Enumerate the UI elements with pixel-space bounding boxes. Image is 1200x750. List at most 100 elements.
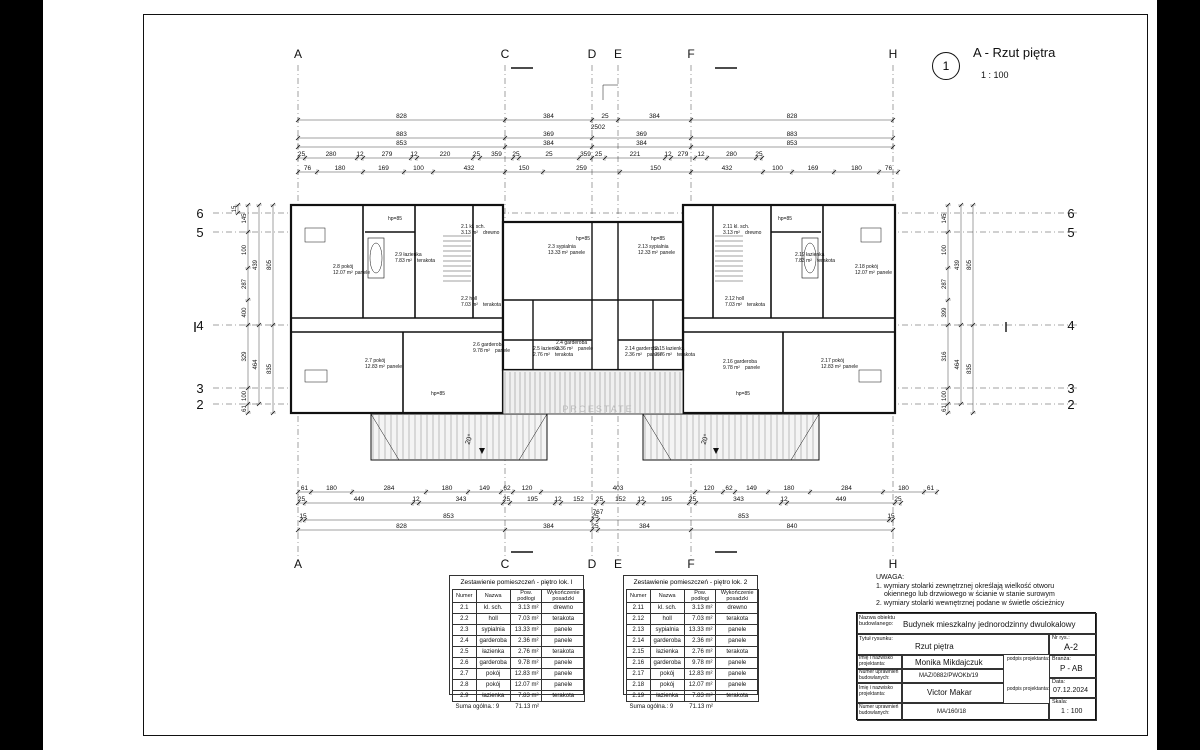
- dimension-text: 61: [927, 485, 935, 492]
- dimension-text: 15: [887, 513, 895, 520]
- room-tag-area: 2.36 m²: [556, 346, 573, 352]
- schedule-cell: 2.36 m²: [683, 635, 717, 647]
- schedule-cell: łazienka: [475, 646, 511, 658]
- room-tag-area: 2.36 m²: [625, 352, 642, 358]
- dimension-text: 853: [738, 513, 749, 520]
- schedule-cell: 2.3: [452, 624, 477, 636]
- branch-label: Branża:: [1052, 656, 1071, 662]
- dimension-text: 279: [678, 151, 689, 158]
- dimension-text: 259: [576, 165, 587, 172]
- dimension-text: 439: [253, 259, 259, 270]
- schedule-cell: drewno: [715, 602, 759, 614]
- dimension-text: 62: [503, 485, 511, 492]
- axis-number-right: 6: [1067, 206, 1074, 221]
- room-schedule-1: Zestawienie pomieszczeń - piętro lok. I …: [449, 575, 585, 710]
- axis-label-bottom: D: [588, 557, 597, 571]
- schedule-header: Wykończenie posadzki: [541, 589, 585, 603]
- note-line: okiennego lub drzwiowego w ścianie w sta…: [884, 591, 1055, 598]
- schedule-cell: 2.11: [626, 602, 651, 614]
- room-tag-name: 2.1 kl. sch.: [461, 224, 485, 230]
- dimension-text: 12: [780, 496, 788, 503]
- room-tag-name: 2.19 łazienka: [795, 252, 825, 258]
- axis-number-right: 5: [1067, 225, 1074, 240]
- dimension-text: 316: [942, 351, 948, 362]
- designer-value: Monika Mikdajczuk: [915, 658, 983, 667]
- dimension-text: 432: [722, 165, 733, 172]
- no-value: A-2: [1064, 642, 1079, 652]
- schedule-cell: 7.83 m²: [509, 690, 543, 702]
- dimension-text: 149: [479, 485, 490, 492]
- dimension-text: 120: [522, 485, 533, 492]
- schedule-cell: kl. sch.: [649, 602, 685, 614]
- schedule-cell: 2.19: [626, 690, 651, 702]
- room-tag-finish: panele: [495, 348, 510, 354]
- obj-label: Nazwa obiektu budowlanego:: [859, 615, 896, 627]
- schedule-cell: 3.13 m²: [509, 602, 543, 614]
- schedule-cell: 2.18: [626, 679, 651, 691]
- unit-1-outline: [289, 203, 505, 415]
- dimension-text: 100: [772, 165, 783, 172]
- room-tag-finish: panele: [843, 364, 858, 370]
- schedule-cell: łazienka: [649, 646, 685, 658]
- dimension-text: 152: [573, 496, 584, 503]
- axis-number-left: 2: [196, 397, 203, 412]
- dimension-text: 12: [412, 496, 420, 503]
- axis-label-bottom: F: [687, 557, 694, 571]
- schedule-sum-value: 71.13 m²: [689, 703, 713, 710]
- axis-label-bottom: C: [501, 557, 510, 571]
- roof-edge: [518, 413, 548, 461]
- designer-label: Imię i nazwisko projektanta:: [859, 655, 893, 667]
- axis-label-bottom: H: [889, 557, 898, 571]
- dimension-text: 152: [615, 496, 626, 503]
- dimension-text: 359: [491, 151, 502, 158]
- room-tag-name: 2.2 holl: [461, 296, 477, 302]
- room-tag-area: 12.83 m²: [821, 364, 841, 370]
- schedule-cell: pokój: [475, 679, 511, 691]
- dimension-text: 280: [326, 151, 337, 158]
- dimension-text: 150: [650, 165, 661, 172]
- note-line: 2. wymiary stolarki wewnętrznej podane w…: [876, 599, 1065, 607]
- no-label: Nr rys.:: [1052, 635, 1070, 641]
- drawing-title: A - Rzut piętra: [973, 45, 1056, 60]
- hp-label: hp=85: [736, 391, 750, 397]
- dimension-text: 853: [787, 140, 798, 147]
- scale-label: Skala:: [1052, 699, 1068, 705]
- schedule-sum-label: Suma ogólna.: 9: [455, 703, 500, 710]
- dimension-text: 439: [955, 259, 961, 270]
- schedule-cell: panele: [715, 657, 759, 669]
- room-tag-area: 12.33 m²: [638, 250, 658, 256]
- dimension-text: 180: [335, 165, 346, 172]
- schedule-cell: 12.07 m²: [509, 679, 543, 691]
- hp-label: hp=85: [651, 236, 665, 242]
- dimension-text: 12: [664, 151, 672, 158]
- unit-2-outline: [681, 203, 897, 415]
- room-tag-name: 2.13 sypialnia: [638, 244, 669, 250]
- watermark: PROESTATE: [562, 404, 633, 414]
- dimension-text: 61: [301, 485, 309, 492]
- dimension-text: 284: [384, 485, 395, 492]
- roof-outline-left: [370, 413, 548, 461]
- dimension-total: 767: [593, 509, 604, 516]
- room-tag-area: 7.03 m²: [461, 302, 478, 308]
- schedule-cell: 2.36 m²: [509, 635, 543, 647]
- room-tag-finish: panele: [745, 365, 760, 371]
- room-tag-name: 2.18 pokój: [855, 264, 878, 270]
- schedule-cell: 7.03 m²: [509, 613, 543, 625]
- schedule-cell: 2.15: [626, 646, 651, 658]
- room-tag-area: 13.33 m²: [548, 250, 568, 256]
- dimension-text: 145: [242, 213, 248, 224]
- schedule-cell: drewno: [541, 602, 585, 614]
- desk: [858, 369, 882, 383]
- axis-label-bottom: A: [294, 557, 302, 571]
- schedule-cell: 2.16: [626, 657, 651, 669]
- room-tag-finish: panele: [355, 270, 370, 276]
- dimension-text: 150: [519, 165, 530, 172]
- axis-label-top: D: [588, 47, 597, 61]
- dimension-text: 369: [543, 131, 554, 138]
